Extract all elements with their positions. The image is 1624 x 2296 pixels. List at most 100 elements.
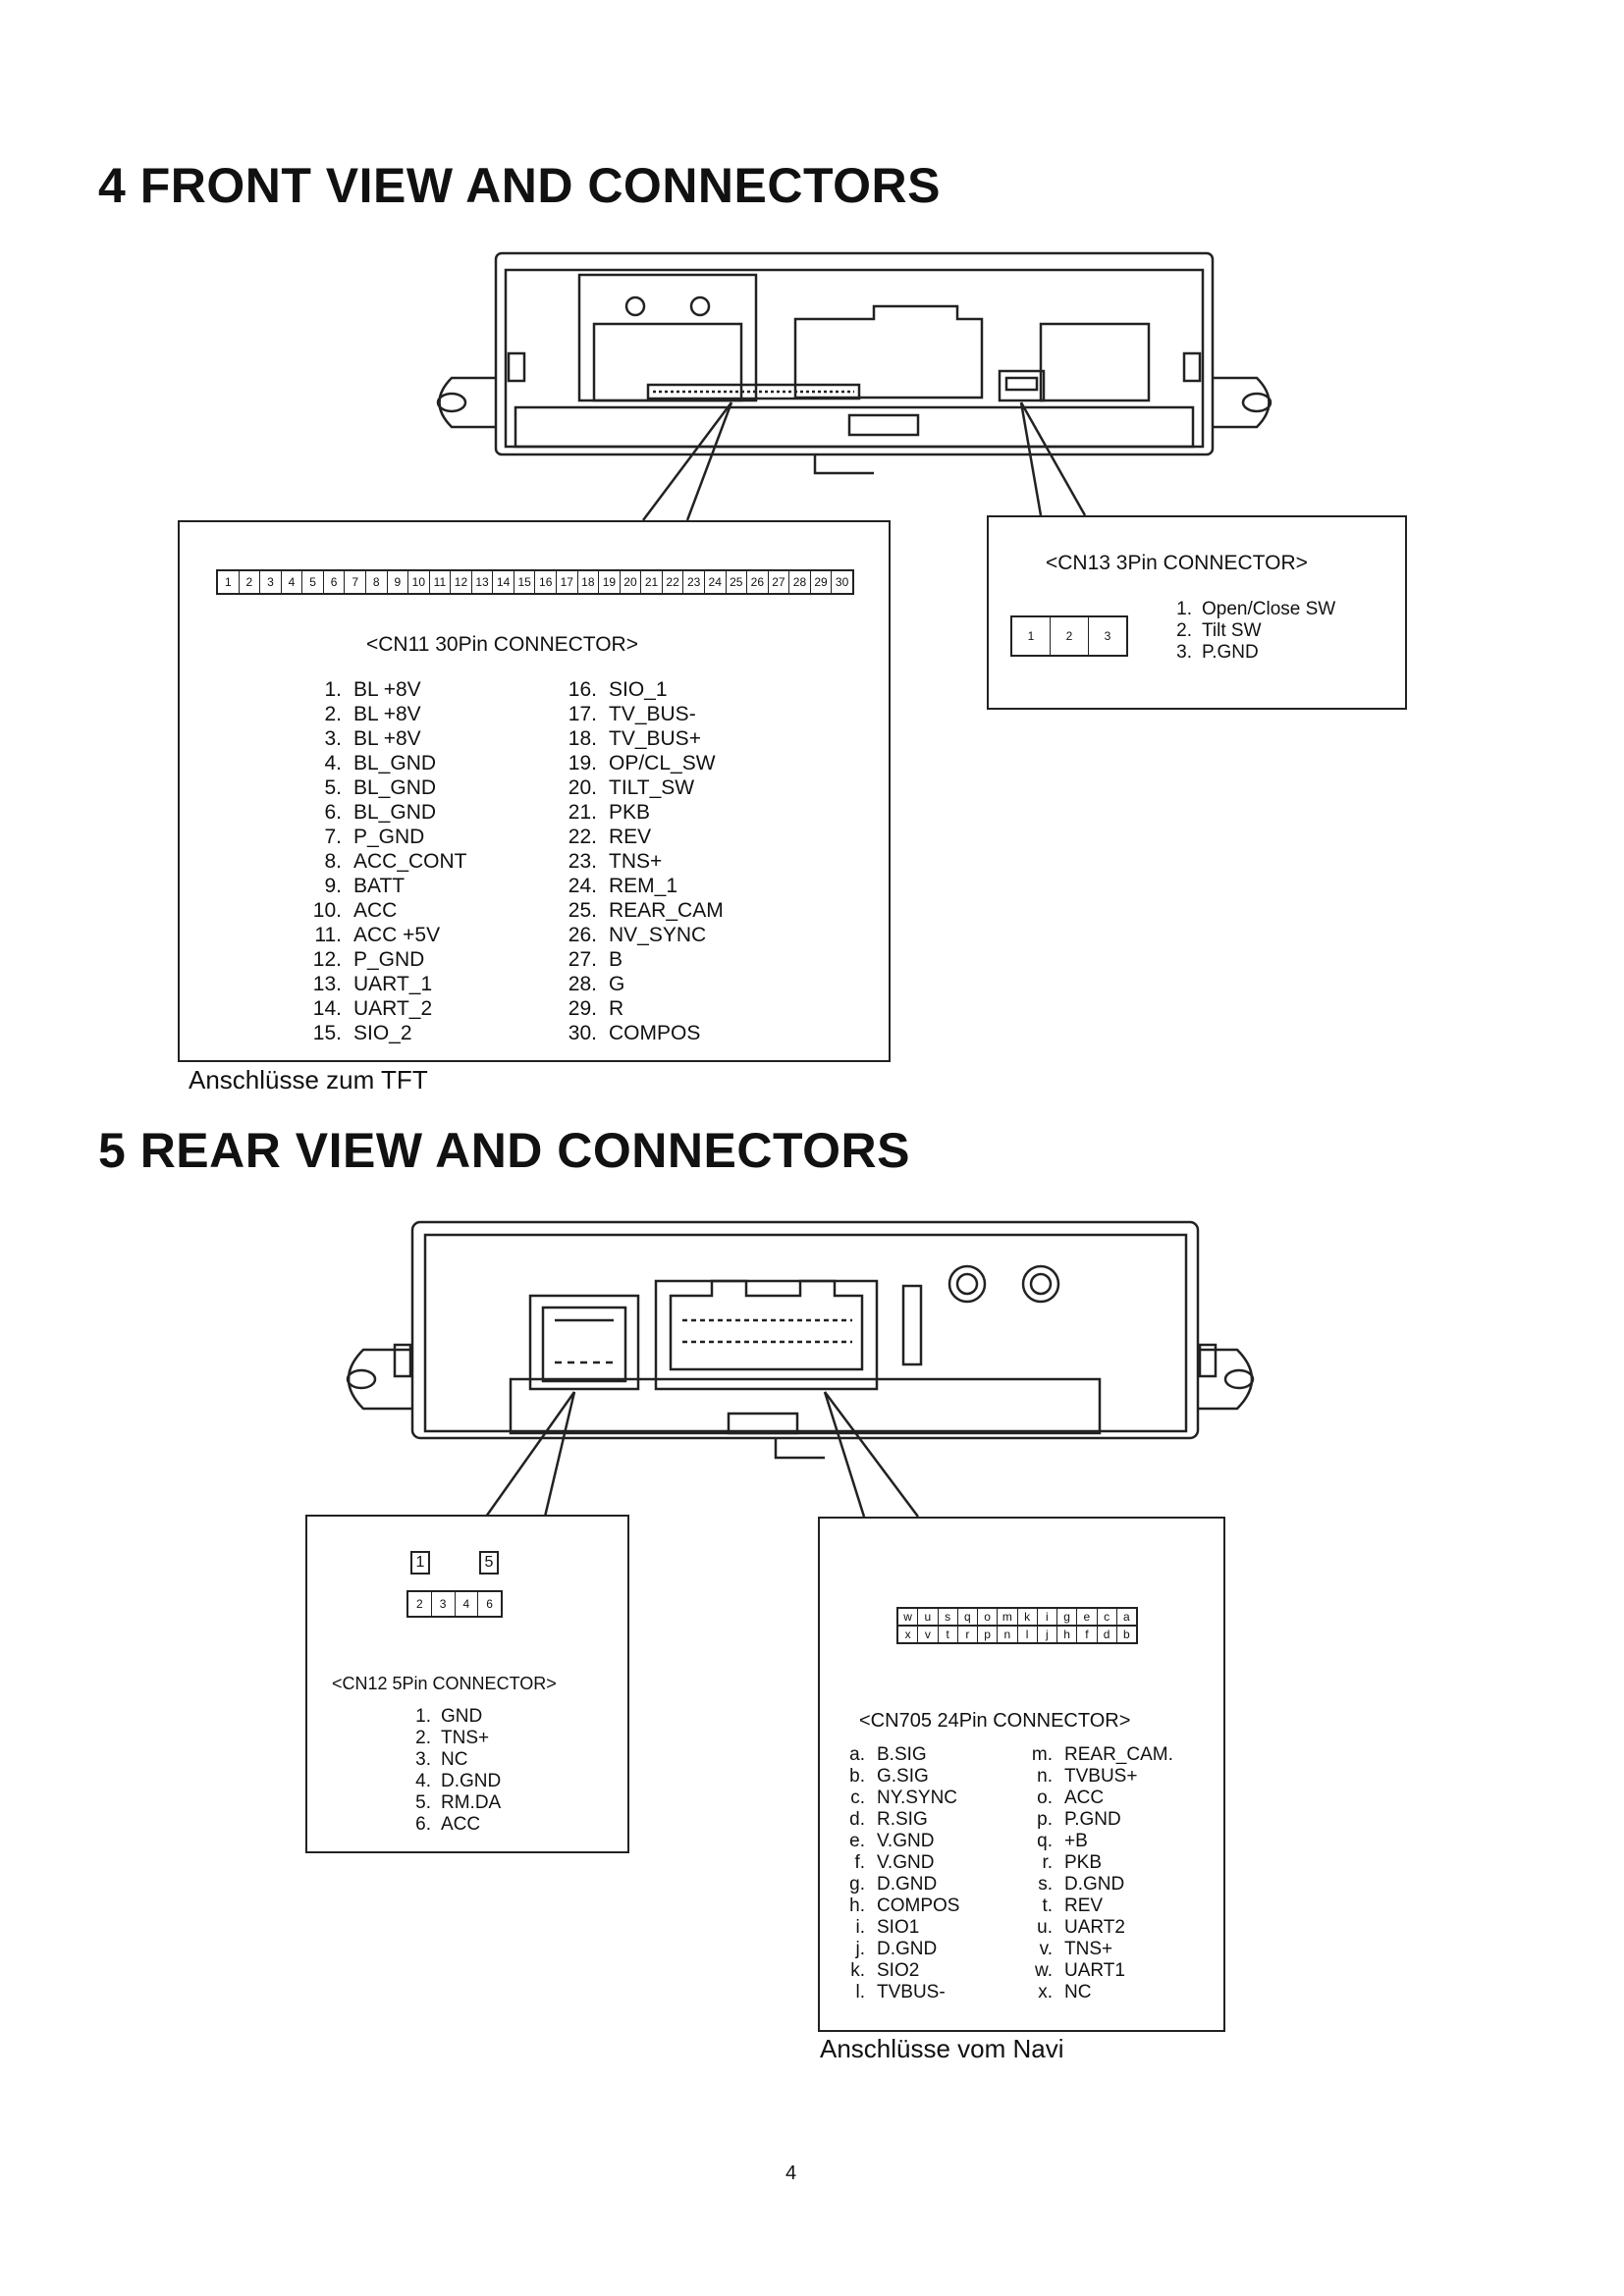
- pin-row: 3.P.GND: [1168, 642, 1335, 664]
- cn705-pin-cell: d: [1098, 1627, 1117, 1642]
- cn705-pin-cell: t: [939, 1627, 958, 1642]
- cn705-pin-cell: l: [1018, 1627, 1038, 1642]
- pin-label: SIO_2: [353, 1022, 412, 1044]
- pin-label: V.GND: [877, 1831, 935, 1851]
- pin-row: w.UART1: [1031, 1960, 1173, 1982]
- pin-number: 8.: [324, 850, 342, 873]
- section-5-heading: 5 REAR VIEW AND CONNECTORS: [98, 1123, 910, 1178]
- pin-label: P.GND: [1202, 642, 1259, 663]
- cn705-pin-cell: q: [958, 1609, 978, 1625]
- pin-row: 30.COMPOS: [558, 1021, 724, 1045]
- pin-row: 23.TNS+: [558, 849, 724, 874]
- pin-row: 6.BL_GND: [302, 800, 467, 825]
- pin-label: RM.DA: [441, 1792, 502, 1813]
- pin-label: NY.SYNC: [877, 1788, 958, 1808]
- pin-number: l.: [855, 1982, 866, 2002]
- pin-number: u.: [1037, 1917, 1053, 1938]
- cn12-pin-5: 5: [479, 1551, 499, 1575]
- pin-number: 13.: [312, 973, 342, 995]
- pin-label: BL_GND: [353, 776, 437, 799]
- pin-row: 4.D.GND: [407, 1771, 501, 1792]
- pin-row: p.P.GND: [1031, 1809, 1173, 1831]
- pin-label: G.SIG: [877, 1766, 929, 1787]
- pin-row: h.COMPOS: [843, 1896, 959, 1917]
- pin-number: h.: [849, 1896, 865, 1916]
- pin-label: REAR_CAM.: [1064, 1744, 1173, 1765]
- cn11-pin-cell: 26: [747, 571, 769, 593]
- pin-number: 6.: [415, 1814, 431, 1835]
- cn11-pin-cell: 9: [388, 571, 409, 593]
- cn705-pin-cell: b: [1123, 1628, 1130, 1641]
- pin-row: 1.Open/Close SW: [1168, 599, 1335, 620]
- cn705-pin-cell: o: [978, 1609, 999, 1625]
- pin-row: d.R.SIG: [843, 1809, 959, 1831]
- pin-number: 7.: [324, 826, 342, 848]
- pin-label: TV_BUS-: [609, 703, 696, 725]
- cn11-pin-cell: 24: [705, 571, 727, 593]
- pin-number: m.: [1031, 1744, 1053, 1765]
- cn705-pin-cell: p: [978, 1627, 999, 1642]
- cn11-pin-cell: 5: [302, 571, 324, 593]
- pin-row: k.SIO2: [843, 1960, 959, 1982]
- pin-label: PKB: [609, 801, 651, 824]
- pin-row: m. REAR_CAM.: [1031, 1744, 1173, 1766]
- pin-number: q.: [1037, 1831, 1053, 1851]
- pin-label: TVBUS+: [1064, 1766, 1138, 1787]
- pin-row: i.SIO1: [843, 1917, 959, 1939]
- pin-label: BL +8V: [353, 678, 421, 701]
- pin-number: 29.: [568, 997, 597, 1020]
- pin-row: f.V.GND: [843, 1852, 959, 1874]
- cn705-pin-cell: c: [1098, 1609, 1117, 1625]
- cn12-pin-cell: 3: [432, 1592, 456, 1616]
- pin-number: 24.: [568, 875, 597, 897]
- cn11-pin-cell: 25: [727, 571, 748, 593]
- pin-row: r.PKB: [1031, 1852, 1173, 1874]
- pin-row: 15.SIO_2: [302, 1021, 467, 1045]
- page-number: 4: [785, 2163, 797, 2184]
- pin-row: j.D.GND: [843, 1939, 959, 1960]
- pin-number: 22.: [568, 826, 597, 848]
- cn11-pin-cell: 11: [430, 571, 452, 593]
- pin-label: G: [609, 973, 625, 995]
- pin-number: p.: [1037, 1809, 1053, 1830]
- cn11-caption: Anschlüsse zum TFT: [189, 1065, 428, 1095]
- pin-row: 6.ACC: [407, 1814, 501, 1836]
- section-4-heading: 4 FRONT VIEW AND CONNECTORS: [98, 158, 941, 213]
- pin-label: REAR_CAM: [609, 899, 724, 922]
- pin-label: NV_SYNC: [609, 924, 707, 946]
- cn11-pin-cell: 13: [472, 571, 494, 593]
- pin-row: 4.BL_GND: [302, 751, 467, 775]
- pin-label: NC: [1064, 1982, 1092, 2002]
- cn11-pin-cell: 3: [260, 571, 282, 593]
- cn11-pin-cell: 15: [514, 571, 536, 593]
- pin-label: TNS+: [609, 850, 663, 873]
- pin-number: 21.: [568, 801, 597, 824]
- pin-number: c.: [850, 1788, 865, 1808]
- pin-row: 29.R: [558, 996, 724, 1021]
- pin-row: 16.SIO_1: [558, 677, 724, 702]
- pin-number: 1.: [324, 678, 342, 701]
- pin-row: 28.G: [558, 972, 724, 996]
- cn12-pin-cell: 6: [486, 1597, 493, 1611]
- pin-row: 2.Tilt SW: [1168, 620, 1335, 642]
- cn11-pin-cell: 10: [408, 571, 430, 593]
- cn13-pin-cell: 2: [1051, 617, 1089, 655]
- pin-number: j.: [855, 1939, 866, 1959]
- front-view-drawing: [436, 251, 1272, 475]
- pin-number: v.: [1039, 1939, 1053, 1959]
- pin-row: q.+B: [1031, 1831, 1173, 1852]
- pin-number: x.: [1038, 1982, 1053, 2002]
- pin-label: D.GND: [441, 1771, 502, 1791]
- pin-row: 26.NV_SYNC: [558, 923, 724, 947]
- cn705-pin-cell: r: [958, 1627, 978, 1642]
- cn11-pin-cell: 8: [366, 571, 388, 593]
- pin-row: c. NY.SYNC: [843, 1788, 959, 1809]
- pin-row: 17.TV_BUS-: [558, 702, 724, 726]
- pin-number: 5.: [415, 1792, 431, 1813]
- pin-row: 3.NC: [407, 1749, 501, 1771]
- pin-number: 30.: [568, 1022, 597, 1044]
